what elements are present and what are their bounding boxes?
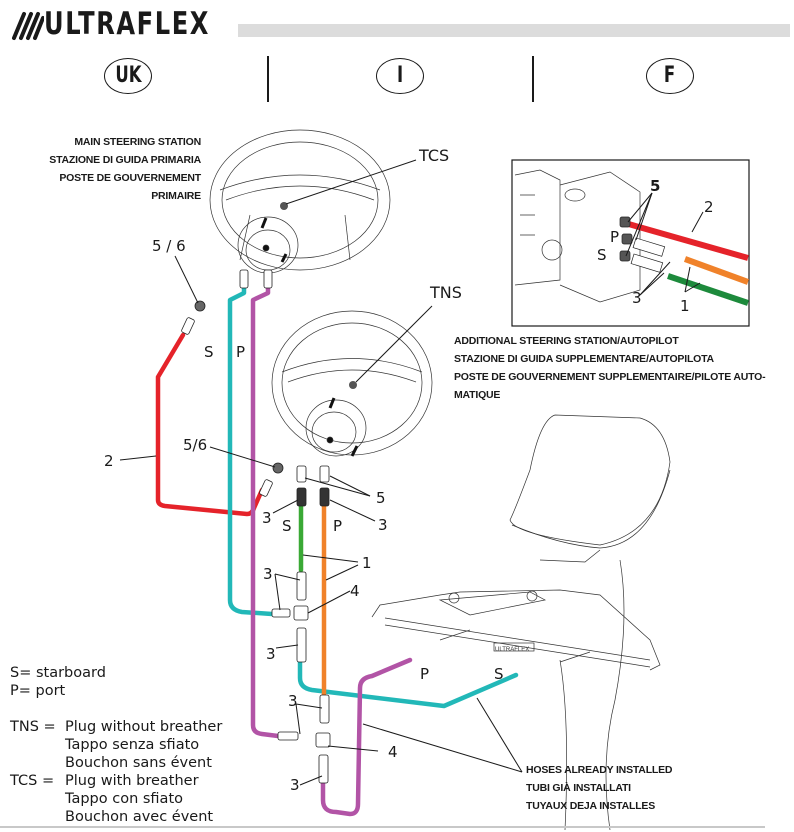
outboard-engine bbox=[509, 414, 671, 831]
starboard-hose bbox=[227, 285, 275, 617]
inset-label-fittings: 5 bbox=[650, 177, 661, 195]
leader-lines bbox=[119, 159, 523, 786]
callout-adapter-lower-low: 3 bbox=[290, 776, 300, 794]
language-badge-f: F bbox=[646, 58, 694, 94]
callout-return-hose: 2 bbox=[104, 452, 114, 470]
main-station-caption: MAIN STEERING STATION STAZIONE DI GUIDA … bbox=[49, 136, 201, 202]
additional-hose-label-s: S bbox=[282, 517, 292, 535]
callout-tee-lower: 4 bbox=[388, 743, 398, 761]
callout-hoses: 1 bbox=[362, 554, 372, 572]
inset-label-port: P bbox=[610, 228, 620, 246]
main-hose-label-s: S bbox=[204, 343, 214, 361]
footer-divider bbox=[0, 826, 765, 828]
callout-adapter-group-upper: 3 bbox=[263, 565, 273, 583]
additional-hose-label-p: P bbox=[333, 517, 343, 535]
inset-label-hoses: 1 bbox=[680, 297, 690, 315]
main-fitting-label: 5 / 6 bbox=[152, 237, 186, 255]
brand-logo bbox=[10, 8, 45, 47]
brand-name: ULTRAFLEX bbox=[44, 6, 210, 42]
cylinder-brand-plate: ULTRAFLEX bbox=[495, 647, 529, 653]
main-steering-wheel bbox=[209, 129, 391, 274]
language-badge-i: I bbox=[376, 58, 424, 94]
callout-adapter-upper-low: 3 bbox=[266, 645, 276, 663]
header-bar bbox=[238, 24, 790, 37]
inset-label-starboard: S bbox=[597, 246, 607, 264]
callout-adapter-group-lower: 3 bbox=[288, 692, 298, 710]
column-divider bbox=[267, 56, 269, 102]
additional-steering-wheel bbox=[271, 310, 433, 457]
callout-cylinder-port: P bbox=[420, 665, 430, 683]
elbow-label: 5 bbox=[376, 489, 386, 507]
legend-tns: TNS = Plug without breather Tappo senza … bbox=[10, 719, 223, 771]
additional-station-caption: ADDITIONAL STEERING STATION/AUTOPILOT ST… bbox=[454, 335, 766, 401]
fittings bbox=[181, 269, 331, 784]
port-hose-to-cylinder bbox=[320, 657, 413, 817]
return-hose bbox=[155, 332, 265, 517]
legend-starboard: S= starboard bbox=[10, 665, 106, 681]
callout-tee-upper: 4 bbox=[350, 582, 360, 600]
steering-cylinder bbox=[371, 589, 661, 671]
column-divider bbox=[532, 56, 534, 102]
legend: S= starboard P= port TNS = Plug without … bbox=[10, 664, 222, 826]
hoses bbox=[155, 285, 519, 817]
tcs-plug bbox=[280, 202, 288, 210]
tcs-label: TCS bbox=[419, 146, 450, 165]
callout-adapter-left: 3 bbox=[262, 509, 272, 527]
pump-inset bbox=[511, 159, 750, 327]
ultraflex-logo-icon bbox=[12, 12, 45, 40]
legend-tcs: TCS = Plug with breather Tappo con sfiat… bbox=[10, 773, 214, 825]
tns-label: TNS bbox=[430, 283, 462, 302]
tns-plug bbox=[349, 381, 357, 389]
callout-cylinder-starboard: S bbox=[494, 665, 504, 683]
starboard-hose-to-cylinder bbox=[297, 657, 519, 709]
main-hose-label-p: P bbox=[236, 343, 246, 361]
legend-port: P= port bbox=[10, 683, 66, 699]
inset-label-adapters: 3 bbox=[632, 289, 642, 307]
language-badge-uk: UK bbox=[104, 58, 152, 94]
hoses-installed-caption: HOSES ALREADY INSTALLED TUBI GIÀ INSTALL… bbox=[526, 764, 673, 812]
additional-fitting-label: 5/6 bbox=[183, 436, 208, 454]
callout-adapter-right: 3 bbox=[378, 516, 388, 534]
inset-label-red-hose: 2 bbox=[704, 198, 714, 216]
port-hose bbox=[250, 285, 281, 739]
